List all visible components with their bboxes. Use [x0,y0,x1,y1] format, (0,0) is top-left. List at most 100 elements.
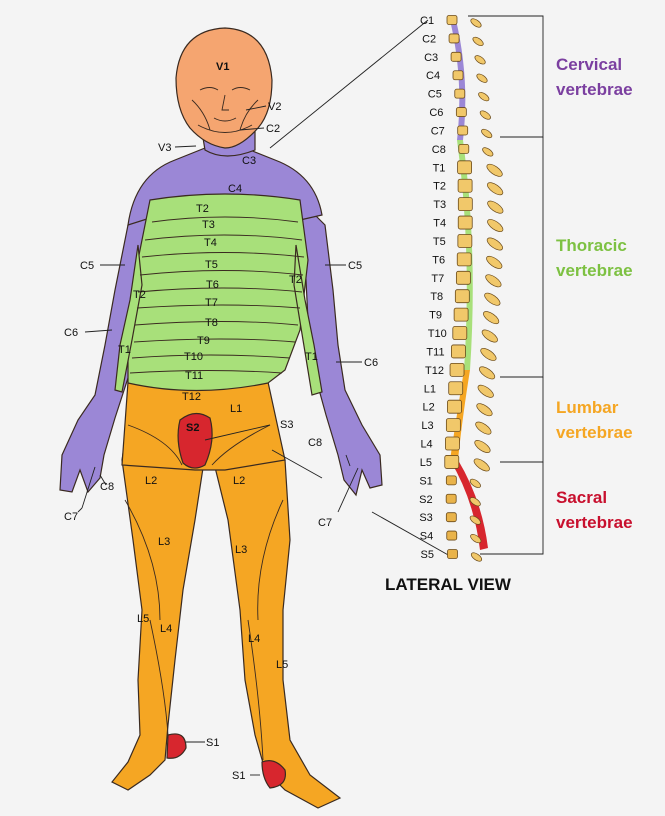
spine-label-c3: C3 [424,52,438,64]
region-labels: Cervical vertebrae Thoracic vertebrae Lu… [556,55,633,532]
spinous-process-l4 [473,438,492,455]
vertebra-t12 [450,363,464,376]
label-T8: T8 [205,317,218,329]
vertebra-t8 [455,290,469,303]
vertebra-l4 [445,437,459,450]
spine-level-labels: C1C2C3C4C5C6C7C8T1T2T3T4T5T6T7T8T9T10T11… [419,15,447,561]
vertebra-t10 [453,327,467,340]
spine-label-s5: S5 [420,549,433,561]
spine-label-t10: T10 [428,328,447,340]
spinous-process-c3 [473,54,486,66]
lumbar-label-line2: vertebrae [556,423,633,442]
spine-label-l2: L2 [422,402,434,414]
cervical-label-line1: Cervical [556,55,622,74]
label-C2: C2 [266,123,280,135]
vertebra-c3 [451,52,461,61]
vertebrae-column [445,16,505,563]
label-L2-left: L2 [145,475,157,487]
spine-label-t5: T5 [433,236,446,248]
spinous-process-l3 [474,420,493,437]
label-T5: T5 [205,259,218,271]
label-T2-left: T2 [133,289,146,301]
spinous-process-t2 [485,180,504,197]
spine-label-t7: T7 [431,273,444,285]
vertebra-c7 [458,126,468,135]
spinous-process-c4 [475,72,488,84]
label-V2: V2 [268,101,281,113]
label-T9: T9 [197,335,210,347]
spinous-process-t12 [477,364,496,381]
label-T11: T11 [185,370,203,382]
label-T6: T6 [206,279,219,291]
lumbar-label-line1: Lumbar [556,398,619,417]
label-S3: S3 [280,419,293,431]
spinous-process-c2 [471,36,484,48]
spine-label-c2: C2 [422,33,436,45]
spine-label-s3: S3 [419,512,432,524]
head-v1 [176,28,272,148]
spinous-process-t3 [486,199,505,216]
vertebra-c1 [447,16,457,25]
s1-zone-left [167,734,186,758]
label-L3-right: L3 [235,544,247,556]
spine-label-t11: T11 [426,346,444,358]
label-S2: S2 [186,422,199,434]
thoracic-trunk [128,194,308,391]
spinous-process-l5 [472,456,491,473]
spine-label-c5: C5 [428,89,442,101]
label-C5-left: C5 [80,260,94,272]
spinous-process-c6 [479,109,492,121]
label-C6-right: C6 [364,357,378,369]
sacral-label-line2: vertebrae [556,513,633,532]
vertebra-c2 [449,34,459,43]
vertebra-l5 [445,455,459,468]
spine-label-c7: C7 [431,125,445,137]
vertebra-s2 [446,494,456,503]
spinous-process-s5 [470,551,483,563]
spine-label-l5: L5 [420,457,432,469]
label-C3: C3 [242,155,256,167]
body-figure [60,28,382,808]
vertebra-c4 [453,71,463,80]
label-T12: T12 [182,391,201,403]
label-V3: V3 [158,142,171,154]
label-L1: L1 [230,403,242,415]
cervical-label-line2: vertebrae [556,80,633,99]
label-T2-trunk: T2 [196,203,209,215]
vertebra-t6 [457,253,471,266]
vertebra-t9 [454,308,468,321]
label-L4-right: L4 [248,633,260,645]
label-C8-right: C8 [308,437,322,449]
label-C6-left: C6 [64,327,78,339]
spinous-process-t9 [481,309,500,326]
thoracic-label-line1: Thoracic [556,236,627,255]
label-L4-left: L4 [160,623,172,635]
vertebra-t7 [456,271,470,284]
spinous-process-t5 [485,236,504,253]
label-T7: T7 [205,297,218,309]
sacral-label-line1: Sacral [556,488,607,507]
vertebra-c6 [456,108,466,117]
spinous-process-t6 [485,254,504,271]
vertebra-c5 [455,89,465,98]
spine-label-c4: C4 [426,70,440,82]
label-C8-left: C8 [100,481,114,493]
label-C4: C4 [228,183,242,195]
label-T4: T4 [204,237,217,249]
spinous-process-c1 [469,17,482,29]
spinous-process-t4 [486,217,505,234]
spine-label-s2: S2 [419,494,432,506]
spine-label-t9: T9 [429,310,442,322]
vertebra-s5 [447,550,457,559]
spine-label-t1: T1 [433,162,446,174]
spinous-process-t8 [483,291,502,308]
label-T1-left: T1 [118,344,131,356]
lateral-view-title: LATERAL VIEW [385,575,512,594]
spine-label-t4: T4 [433,218,446,230]
vertebra-l2 [447,400,461,413]
spinous-process-l2 [475,401,494,418]
spine-label-c8: C8 [432,144,446,156]
spine-label-l3: L3 [421,420,433,432]
spine-lateral-view: C1C2C3C4C5C6C7C8T1T2T3T4T5T6T7T8T9T10T11… [419,15,505,563]
